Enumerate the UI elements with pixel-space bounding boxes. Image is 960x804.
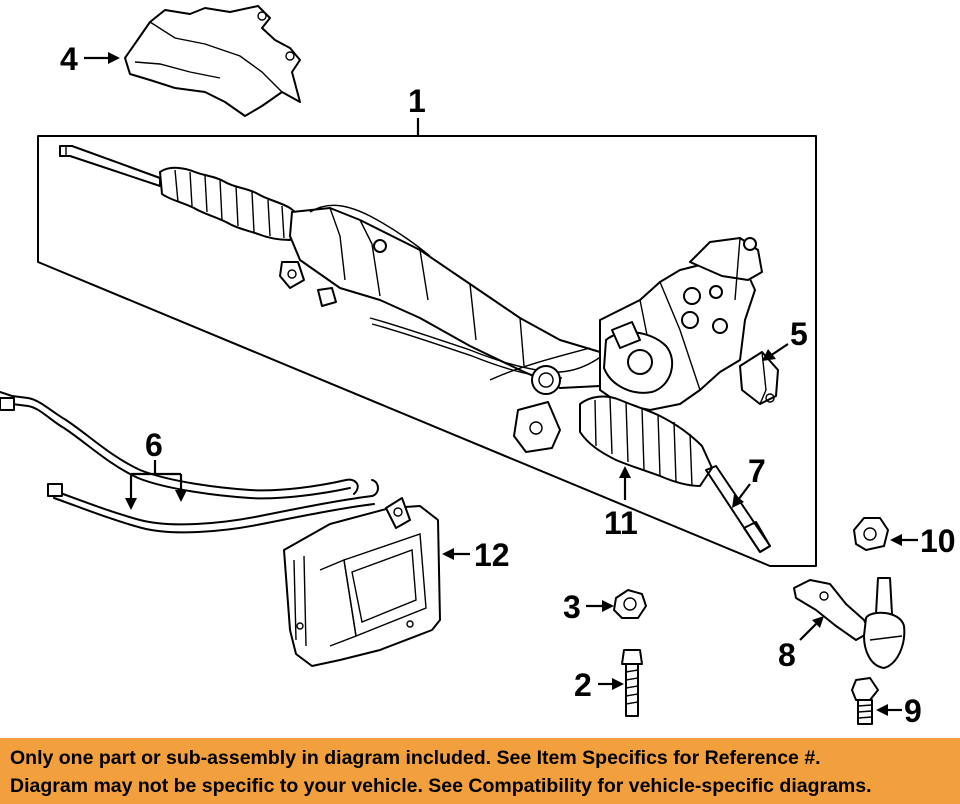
callout-10: 10 — [920, 523, 956, 559]
callout-1: 1 — [408, 83, 426, 119]
callout-7: 7 — [748, 453, 766, 489]
leader-arrows — [84, 52, 918, 716]
part-8-tie-rod-end — [793, 577, 906, 669]
part-10-nut — [853, 517, 889, 551]
part-5-cap — [739, 351, 779, 405]
part-2-bolt — [621, 649, 643, 717]
part-3-nut — [613, 589, 647, 619]
part-9-bolt — [851, 677, 879, 725]
callout-12: 12 — [474, 537, 510, 573]
callout-11: 11 — [604, 505, 638, 541]
callout-2: 2 — [574, 667, 592, 703]
steering-rack-parts-diagram: 1 4 5 6 7 11 12 10 3 2 8 9 — [0, 5, 956, 729]
disclaimer-line-2: Diagram may not be specific to your vehi… — [10, 775, 872, 797]
callout-4: 4 — [60, 41, 78, 77]
part-1-steering-rack — [59, 145, 771, 553]
callout-9: 9 — [904, 693, 922, 729]
disclaimer-line-1: Only one part or sub-assembly in diagram… — [10, 747, 821, 769]
callout-3: 3 — [563, 589, 581, 625]
callout-8: 8 — [778, 637, 796, 673]
disclaimer-banner: Only one part or sub-assembly in diagram… — [0, 738, 960, 804]
callout-6: 6 — [145, 427, 163, 463]
part-12-control-module — [283, 497, 441, 667]
part-6-hydraulic-lines — [0, 391, 379, 534]
part-4-heat-shield — [124, 5, 301, 117]
part-1-assembly-frame — [37, 118, 817, 567]
callout-5: 5 — [790, 316, 808, 352]
